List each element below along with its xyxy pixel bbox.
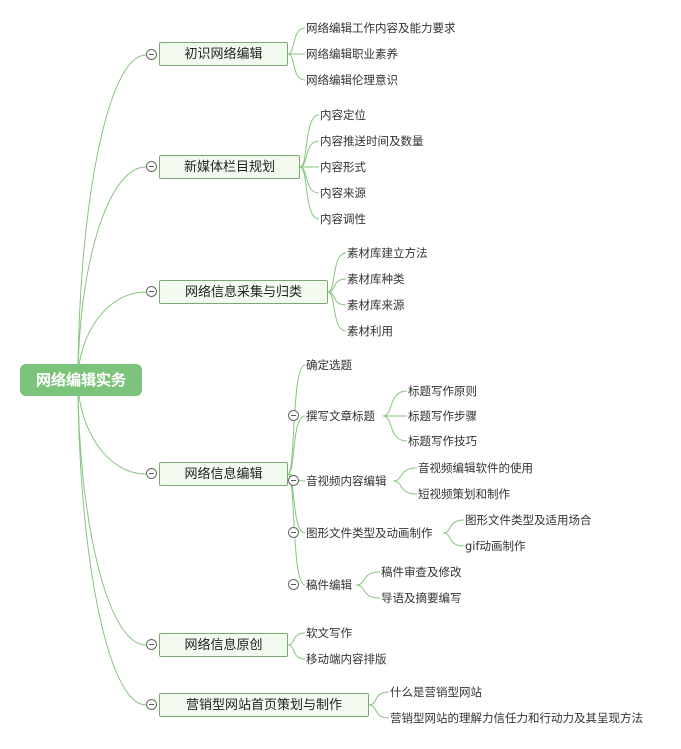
leaf-item[interactable]: 标题写作步骤 bbox=[408, 409, 477, 423]
leaf-item[interactable]: 标题写作技巧 bbox=[408, 434, 477, 448]
connector-line bbox=[355, 584, 381, 599]
branch-2[interactable]: 网络信息采集与归类 bbox=[159, 280, 328, 304]
connector-line bbox=[368, 691, 390, 706]
leaf-item[interactable]: 软文写作 bbox=[306, 626, 352, 640]
sub-topic[interactable]: 图形文件类型及动画制作 bbox=[306, 526, 433, 540]
connector-line bbox=[355, 571, 381, 586]
sub-topic[interactable]: 确定选题 bbox=[306, 358, 352, 372]
leaf-item[interactable]: 素材库来源 bbox=[347, 298, 405, 312]
sub-topic[interactable]: 稿件编辑 bbox=[306, 578, 352, 592]
connector-line bbox=[382, 390, 408, 417]
leaf-item[interactable]: 网络编辑伦理意识 bbox=[306, 73, 398, 87]
branch-1[interactable]: 新媒体栏目规划 bbox=[159, 155, 300, 179]
sub-topic[interactable]: 音视频内容编辑 bbox=[306, 474, 387, 488]
connector-line bbox=[327, 252, 347, 293]
leaf-item[interactable]: gif动画制作 bbox=[465, 539, 526, 553]
connector-line bbox=[327, 278, 347, 293]
connector-line bbox=[77, 166, 147, 381]
leaf-item[interactable]: 导语及摘要编写 bbox=[381, 591, 462, 605]
connector-line bbox=[442, 519, 465, 534]
collapse-icon[interactable] bbox=[146, 468, 157, 479]
leaf-item[interactable]: 稿件审查及修改 bbox=[381, 565, 462, 579]
collapse-icon[interactable] bbox=[288, 475, 299, 486]
collapse-icon[interactable] bbox=[146, 639, 157, 650]
connector-line bbox=[442, 532, 465, 547]
connector-line bbox=[299, 114, 320, 168]
leaf-item[interactable]: 图形文件类型及适用场合 bbox=[465, 513, 592, 527]
collapse-icon[interactable] bbox=[146, 49, 157, 60]
leaf-item[interactable]: 网络编辑职业素养 bbox=[306, 47, 398, 61]
branch-4[interactable]: 网络信息原创 bbox=[159, 633, 288, 657]
branch-0[interactable]: 初识网络编辑 bbox=[159, 42, 288, 66]
connector-line bbox=[392, 467, 418, 482]
connector-line bbox=[299, 140, 320, 168]
collapse-icon[interactable] bbox=[146, 699, 157, 710]
collapse-icon[interactable] bbox=[288, 527, 299, 538]
leaf-item[interactable]: 移动端内容排版 bbox=[306, 652, 387, 666]
leaf-item[interactable]: 网络编辑工作内容及能力要求 bbox=[306, 21, 456, 35]
connector-line bbox=[77, 379, 147, 646]
connector-line bbox=[287, 53, 306, 81]
connector-line bbox=[287, 415, 306, 475]
leaf-item[interactable]: 内容定位 bbox=[320, 108, 366, 122]
connector-line bbox=[287, 644, 306, 660]
collapse-icon[interactable] bbox=[288, 410, 299, 421]
branch-5[interactable]: 营销型网站首页策划与制作 bbox=[159, 693, 369, 717]
root-topic[interactable]: 网络编辑实务 bbox=[20, 364, 142, 396]
leaf-item[interactable]: 内容推送时间及数量 bbox=[320, 134, 424, 148]
connector-line bbox=[287, 632, 306, 646]
connector-line bbox=[392, 480, 418, 495]
leaf-item[interactable]: 内容调性 bbox=[320, 212, 366, 226]
leaf-item[interactable]: 素材库建立方法 bbox=[347, 246, 428, 260]
leaf-item[interactable]: 内容来源 bbox=[320, 186, 366, 200]
leaf-item[interactable]: 标题写作原则 bbox=[408, 384, 477, 398]
sub-topic[interactable]: 撰写文章标题 bbox=[306, 409, 375, 423]
collapse-icon[interactable] bbox=[146, 286, 157, 297]
leaf-item[interactable]: 短视频策划和制作 bbox=[418, 487, 510, 501]
collapse-icon[interactable] bbox=[288, 579, 299, 590]
connector-line bbox=[382, 415, 408, 442]
connector-line bbox=[327, 291, 347, 332]
connector-line bbox=[287, 27, 306, 55]
leaf-item[interactable]: 什么是营销型网站 bbox=[390, 685, 482, 699]
connector-line bbox=[299, 166, 320, 220]
collapse-icon[interactable] bbox=[146, 161, 157, 172]
leaf-item[interactable]: 音视频编辑软件的使用 bbox=[418, 461, 533, 475]
leaf-item[interactable]: 营销型网站的理解力信任力和行动力及其呈现方法 bbox=[390, 711, 643, 725]
leaf-item[interactable]: 素材库种类 bbox=[347, 272, 405, 286]
leaf-item[interactable]: 内容形式 bbox=[320, 160, 366, 174]
connector-line bbox=[77, 54, 147, 381]
connector-line bbox=[368, 704, 390, 719]
leaf-item[interactable]: 素材利用 bbox=[347, 324, 393, 338]
branch-3[interactable]: 网络信息编辑 bbox=[159, 462, 288, 486]
connector-line bbox=[77, 379, 147, 706]
